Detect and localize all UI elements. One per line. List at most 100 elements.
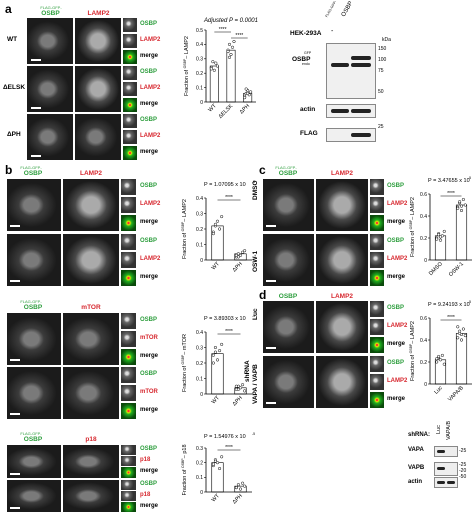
significance-stars: ****: [447, 315, 455, 321]
y-axis-label-sup: OSBP: [409, 219, 413, 229]
data-point: [238, 253, 243, 257]
header-lamp2: LAMP2: [330, 170, 354, 177]
blot-kda: kDa: [382, 37, 391, 43]
side-label-osbp: OSBP: [140, 69, 158, 75]
data-point: [440, 353, 444, 357]
y-axis-label-suffix: – LAMP2: [410, 197, 416, 220]
data-point: [435, 360, 439, 364]
y-tick-label: 0.3: [196, 57, 203, 63]
side-label-p18: p18: [140, 457, 151, 463]
zoom-inset: [123, 50, 137, 64]
panel-label-d: d: [259, 288, 267, 302]
panel-label-c: c: [259, 163, 266, 177]
y-tick-label: 0.5: [196, 28, 203, 34]
x-tick-label: Luc: [433, 385, 444, 396]
side-label-osbp: OSBP: [387, 360, 405, 366]
y-tick-label: 0.4: [420, 338, 427, 344]
zoom-inset: [370, 252, 384, 268]
header-osbp-tag: FLAG-GFP-: [20, 431, 42, 436]
micrograph: [7, 367, 61, 419]
side-label-lamp2: LAMP2: [387, 323, 408, 329]
zoom-inset: [123, 98, 137, 112]
side-label-mtor: mTOR: [140, 335, 158, 341]
data-point: [227, 42, 232, 46]
zoom-inset: [123, 66, 137, 80]
side-label-osbp: OSBP: [140, 183, 158, 189]
blot-lane-tag: FLAG-GFP-: [324, 0, 338, 19]
x-tick-label: ΔPH: [239, 103, 251, 115]
y-axis-label-sup: OSBP: [183, 58, 187, 68]
header-osbp: OSBP: [23, 170, 43, 177]
data-point: [218, 227, 222, 231]
zoom-inset: [121, 480, 136, 490]
y-tick-label: 0: [200, 392, 203, 398]
zoom-inset: [121, 456, 136, 466]
data-point: [234, 253, 238, 257]
marker-vapb-1: -25: [459, 462, 467, 468]
side-label-merge: merge: [140, 274, 159, 280]
mean-bar: [211, 225, 224, 261]
side-label-merge: merge: [140, 149, 159, 155]
micrograph: [7, 234, 61, 286]
y-axis-label-sup: OSBP: [181, 458, 185, 468]
side-label-osbp: OSBP: [140, 21, 158, 27]
side-label-merge: merge: [387, 219, 406, 225]
zoom-inset: [123, 130, 137, 144]
data-point: [212, 68, 216, 72]
significance-stars: ****: [219, 27, 227, 33]
y-tick-label: 0.4: [196, 42, 203, 48]
data-point: [234, 486, 238, 490]
side-label-merge: merge: [140, 353, 159, 359]
side-label-osbp: OSBP: [387, 305, 405, 311]
data-point: [435, 357, 439, 361]
blot-strip-actin: [434, 477, 458, 488]
blot-flag-strip: [326, 128, 376, 142]
micrograph: [75, 114, 121, 160]
data-point: [227, 55, 232, 59]
header-lamp2: LAMP2: [87, 10, 110, 17]
data-point: [456, 325, 460, 329]
blot-band: [331, 109, 349, 113]
mean-bar: [455, 204, 468, 261]
side-label-lamp2: LAMP2: [140, 37, 161, 43]
marker-actin: -50: [459, 474, 467, 480]
y-axis-label: Fraction of OSBP– p18: [181, 444, 188, 495]
y-tick-label: 0.2: [196, 227, 203, 233]
blot-lane-dash: -: [331, 28, 334, 35]
blot-label-vapb: VAPB: [408, 465, 425, 471]
data-point: [442, 362, 446, 366]
data-point: [438, 238, 443, 242]
micrograph: [263, 234, 314, 286]
mean-bar: [226, 49, 236, 103]
y-axis-label: Fraction of OSBP– LAMP2: [409, 321, 416, 381]
header-mtor: mTOR: [81, 304, 101, 311]
header-osbp-tag: FLAG-GFP-: [275, 165, 297, 170]
data-point: [213, 350, 217, 354]
header-osbp: OSBP: [278, 170, 298, 177]
side-label-merge: merge: [387, 274, 406, 280]
zoom-inset: [121, 331, 136, 347]
micrograph: [63, 445, 119, 478]
micrograph: [63, 179, 119, 231]
row-label-dph: ΔPH: [7, 131, 21, 138]
zoom-inset: [121, 349, 136, 365]
data-point: [229, 52, 233, 57]
x-tick-label: DMSO: [428, 261, 444, 277]
y-tick-label: 0.1: [196, 85, 203, 91]
zoom-inset: [370, 337, 384, 353]
significance-stars: ****: [225, 445, 233, 451]
zoom-inset: [121, 179, 136, 195]
data-point: [215, 461, 220, 465]
side-label-merge: merge: [140, 53, 159, 59]
data-point: [213, 459, 217, 463]
y-tick-label: 0: [200, 100, 203, 106]
data-point: [236, 252, 240, 256]
data-point: [215, 219, 220, 223]
marker-100: 100: [378, 57, 387, 63]
blot-shrna-label: shRNA:: [408, 432, 430, 438]
y-tick-label: 0.4: [420, 214, 427, 220]
x-tick-label: ΔPH: [232, 261, 244, 273]
row-label-shrna: shRNA: [244, 360, 251, 382]
